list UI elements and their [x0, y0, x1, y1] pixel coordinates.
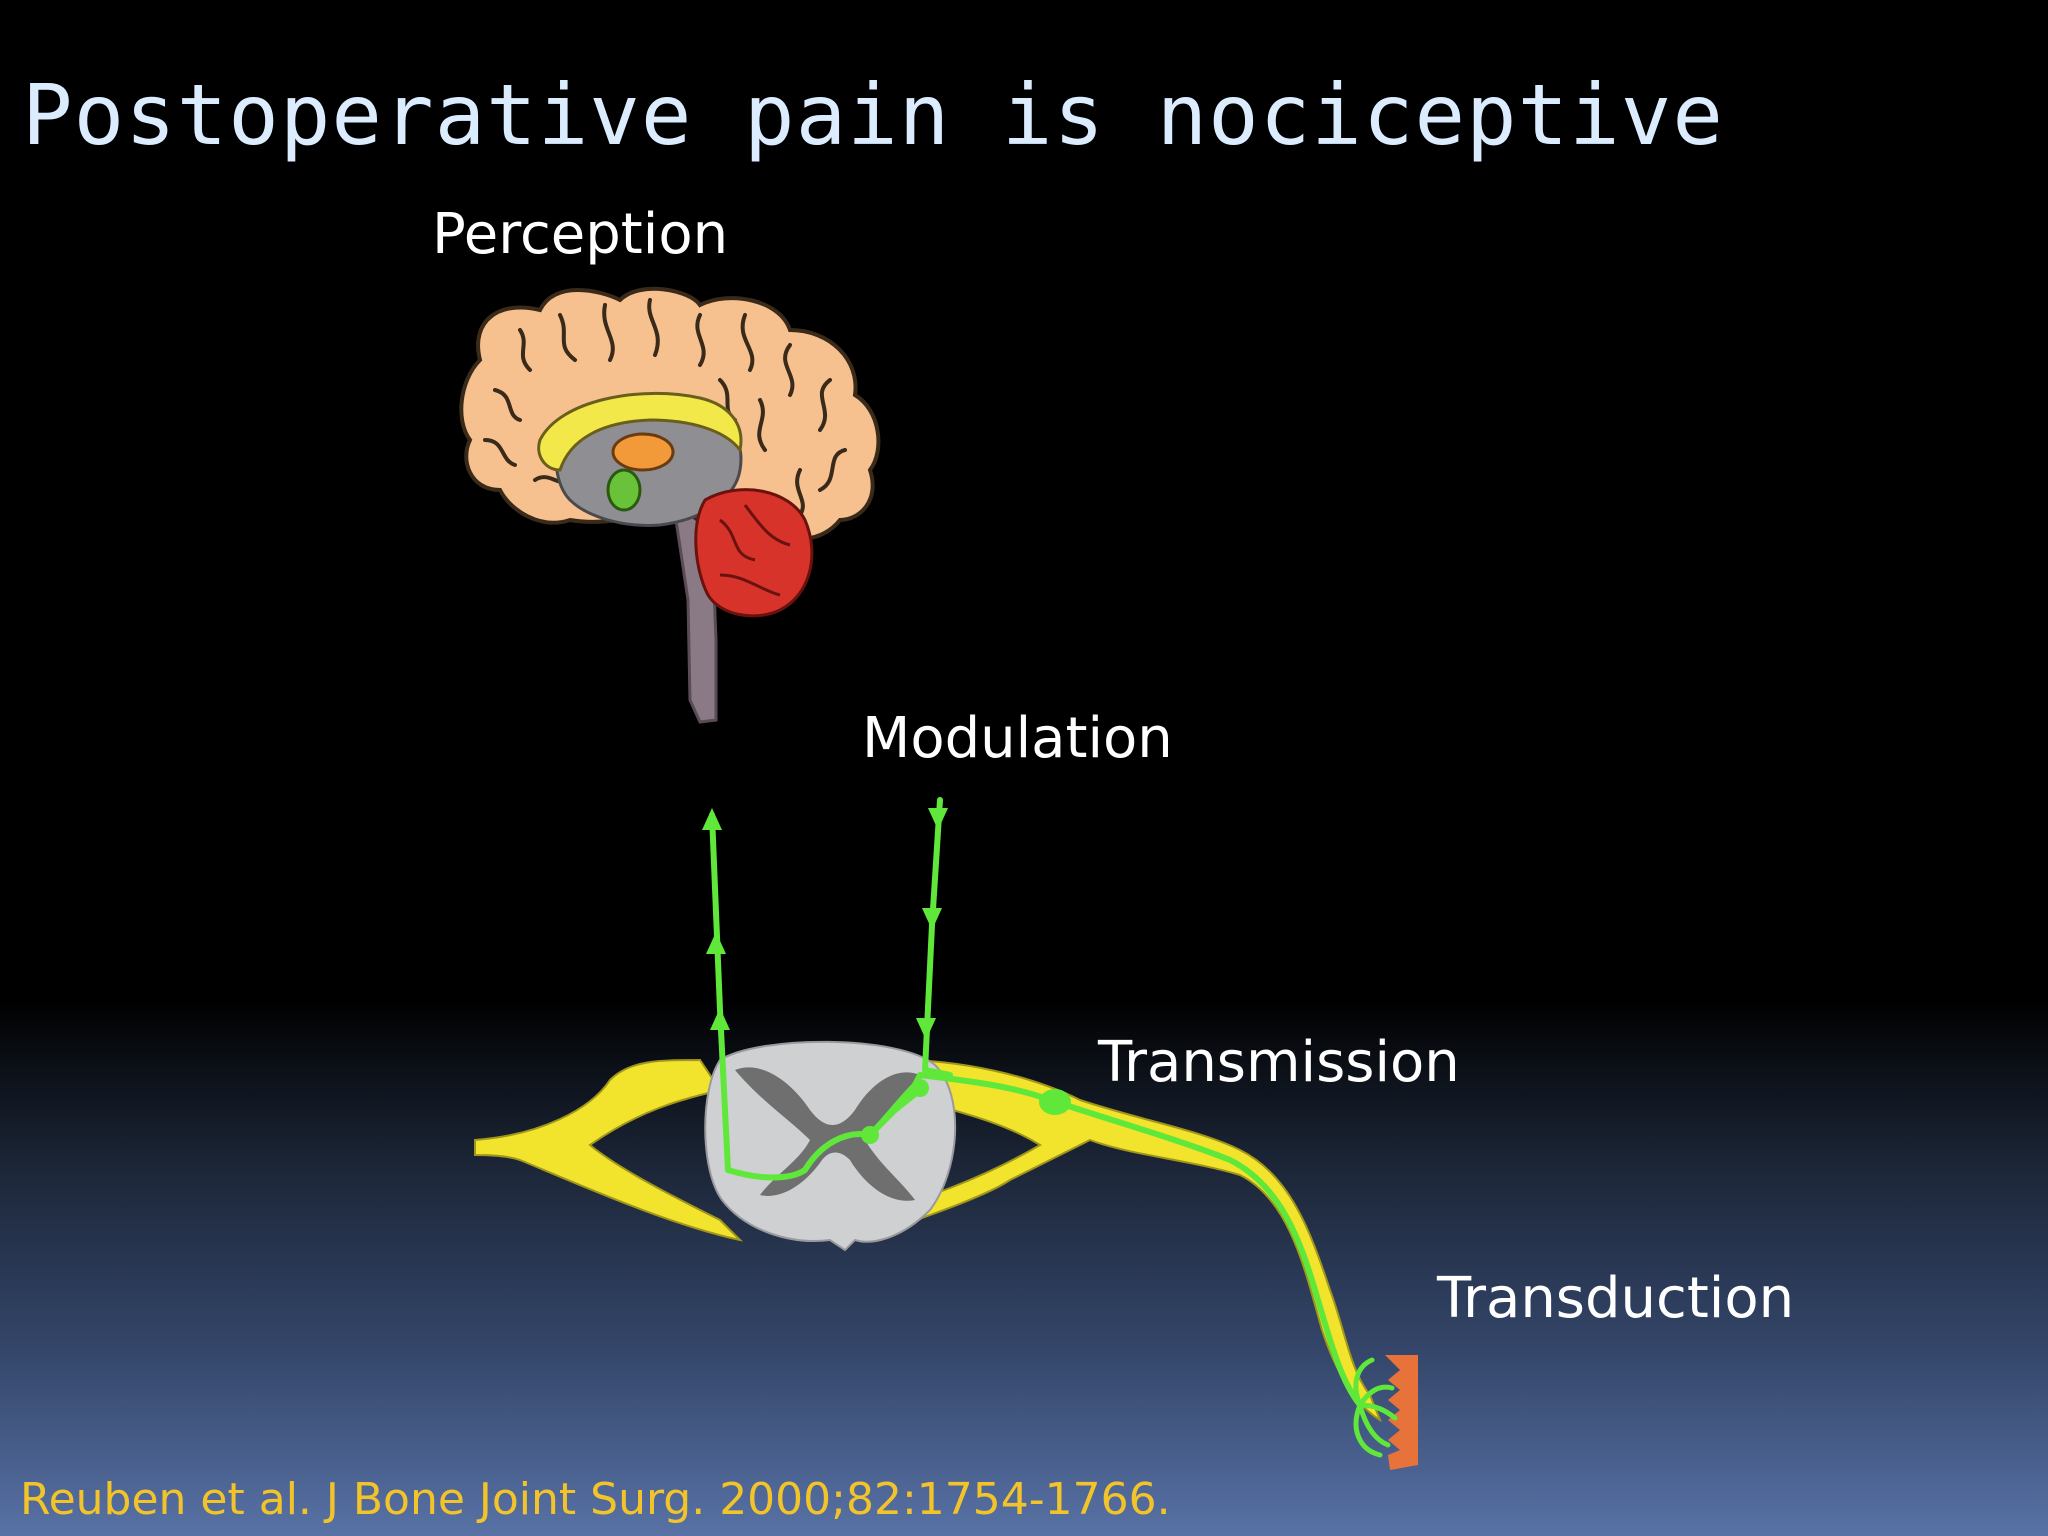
label-transmission: Transmission	[1098, 1030, 1460, 1095]
descending-tract	[922, 797, 953, 1078]
slide-title: Postoperative pain is nociceptive	[22, 66, 1724, 164]
nerve-root-left	[474, 1058, 744, 1242]
receptor-tissue	[1385, 1355, 1418, 1470]
hypothalamus	[606, 468, 642, 512]
ascending-arrow-top	[702, 808, 722, 830]
ascending-arrow-mid	[706, 932, 726, 954]
cerebellum-folds	[719, 504, 791, 597]
label-modulation: Modulation	[862, 706, 1173, 771]
thalamus	[611, 432, 675, 472]
brain-illustration	[459, 286, 881, 724]
nociceptive-pathways	[709, 797, 1363, 1408]
descending-arrow-low	[916, 1018, 936, 1040]
label-perception: Perception	[432, 202, 729, 267]
corpus-callosum	[537, 391, 743, 472]
dorsal-root-ganglion	[1039, 1089, 1071, 1115]
spinal-cord-section	[474, 1040, 1383, 1423]
descending-arrow-top	[928, 808, 948, 830]
synapse-nodes	[861, 1079, 1071, 1144]
pathway-arrows	[702, 808, 948, 1040]
label-transduction: Transduction	[1437, 1266, 1795, 1331]
free-nerve-endings	[1353, 1357, 1398, 1458]
citation: Reuben et al. J Bone Joint Surg. 2000;82…	[20, 1474, 1171, 1525]
spinal-gray-matter	[735, 1067, 920, 1201]
primary-afferent-fiber	[917, 1072, 1363, 1408]
synapse-interneuron	[911, 1079, 929, 1097]
cerebellum	[694, 488, 814, 618]
descending-arrow-mid	[922, 908, 942, 930]
interneuron	[867, 1087, 923, 1138]
peripheral-receptor	[1353, 1355, 1418, 1470]
ascending-arrow-low	[710, 1008, 730, 1030]
synapse-dorsal-horn	[861, 1126, 879, 1144]
